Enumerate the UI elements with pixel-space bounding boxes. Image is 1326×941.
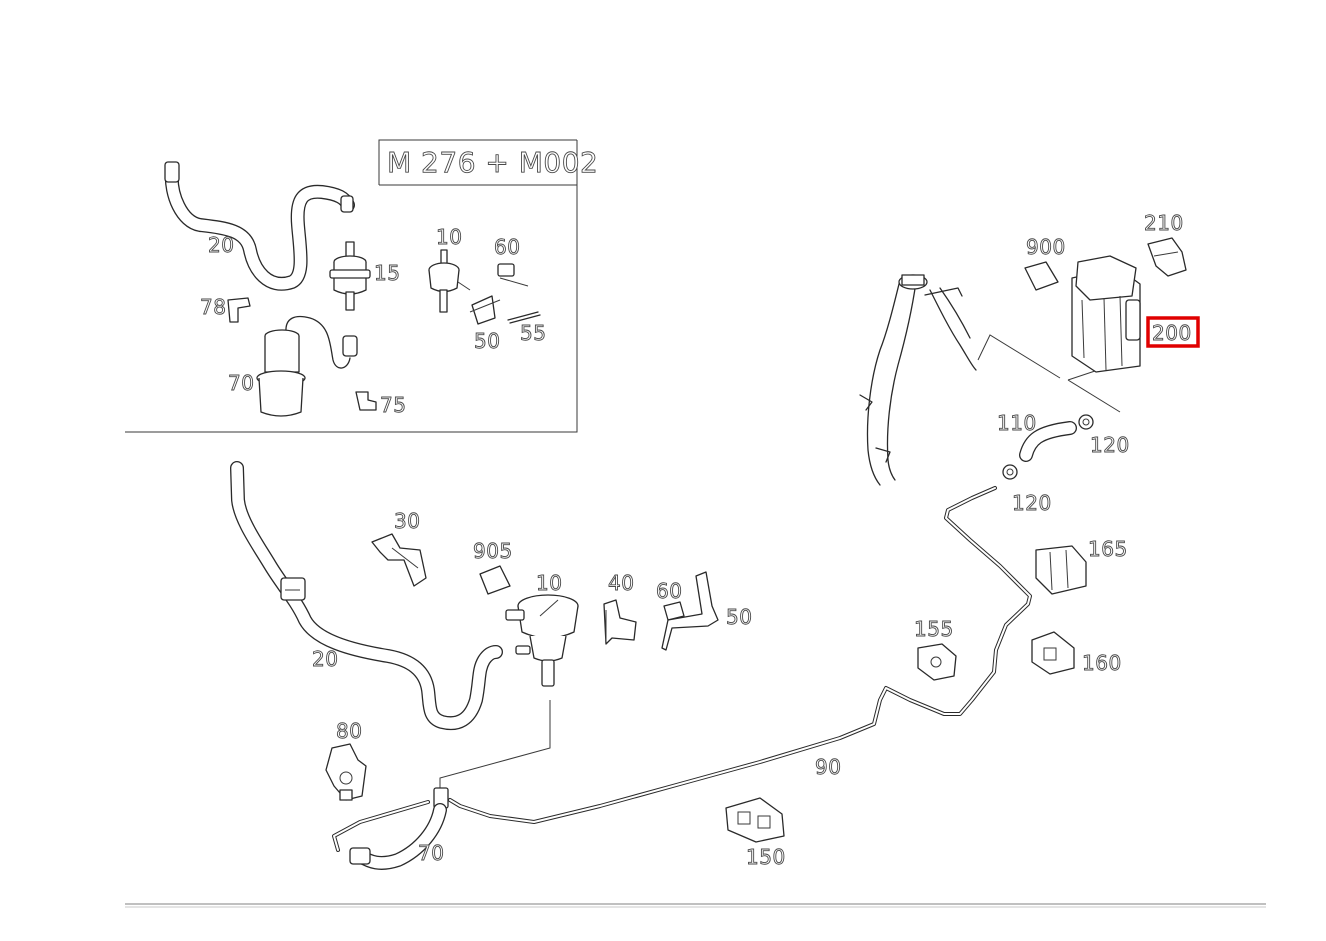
label-210: 210 — [1144, 211, 1184, 235]
label-120-upper: 120 — [1090, 433, 1130, 457]
inset-label-55: 55 — [520, 321, 546, 345]
highlight-box-200[interactable] — [1146, 316, 1200, 348]
inset-clip-60 — [497, 263, 529, 287]
label-905-text: 905 — [473, 539, 513, 563]
label-900-text: 900 — [1026, 235, 1066, 259]
inset-label-15: 15 — [374, 261, 400, 285]
label-160: 160 — [1082, 651, 1122, 675]
inset-label-20: 20 — [208, 233, 234, 257]
label-50: 50 — [726, 605, 752, 629]
label-70: 70 — [418, 841, 444, 865]
holder-165 — [1035, 545, 1087, 595]
hose-20 — [230, 461, 503, 731]
label-200[interactable]: 200 — [1152, 321, 1192, 346]
label-30: 30 — [394, 509, 420, 533]
inset-label-50: 50 — [474, 329, 500, 353]
label-165: 165 — [1088, 537, 1128, 561]
inset-valve-15 — [329, 241, 371, 311]
label-60: 60 — [656, 579, 682, 603]
inset-strip-55 — [507, 311, 541, 324]
variant-title: M 276 + M002 — [387, 146, 598, 179]
inset-elbow-78 — [227, 297, 251, 323]
label-155: 155 — [914, 617, 954, 641]
label-900 — [1024, 261, 1059, 291]
holder-155 — [917, 643, 957, 681]
inset-bracket-50 — [469, 295, 501, 325]
variant-inset: M 276 + M002 — [125, 139, 598, 433]
label-90: 90 — [815, 755, 841, 779]
holder-30 — [371, 533, 427, 587]
label-80: 80 — [336, 719, 362, 743]
inset-label-75: 75 — [380, 393, 406, 417]
clip-60 — [663, 601, 685, 621]
label-120-lower: 120 — [1012, 491, 1052, 515]
hose-70 — [332, 700, 551, 870]
valve-80 — [325, 743, 367, 801]
bracket-210 — [1147, 237, 1187, 277]
label-150: 150 — [746, 845, 786, 869]
activated-charcoal-canister-200 — [1071, 255, 1141, 373]
inset-label-70: 70 — [228, 371, 254, 395]
label-40: 40 — [608, 571, 634, 595]
inset-hose-20 — [164, 161, 355, 291]
clamp-120-upper — [1078, 414, 1094, 430]
purge-line-90 — [448, 486, 1032, 824]
label-20: 20 — [312, 647, 338, 671]
inset-label-78: 78 — [200, 295, 226, 319]
inset-label-10: 10 — [436, 225, 462, 249]
label-110: 110 — [997, 411, 1037, 435]
clip-40 — [603, 599, 637, 645]
purge-valve-10 — [505, 594, 579, 687]
label-905 — [479, 565, 511, 595]
bottom-divider — [125, 903, 1266, 908]
bracket-50 — [661, 571, 719, 651]
clamp-120-lower — [1002, 464, 1018, 480]
inset-connector-75 — [355, 391, 377, 411]
holder-160 — [1031, 631, 1075, 675]
inset-label-60: 60 — [494, 235, 520, 259]
label-10: 10 — [536, 571, 562, 595]
hose-110 — [1019, 421, 1077, 462]
filler-neck-hoses — [859, 274, 977, 486]
holder-150 — [725, 797, 785, 843]
inset-valve-10 — [428, 249, 471, 313]
inset-canister-70 — [256, 315, 358, 417]
